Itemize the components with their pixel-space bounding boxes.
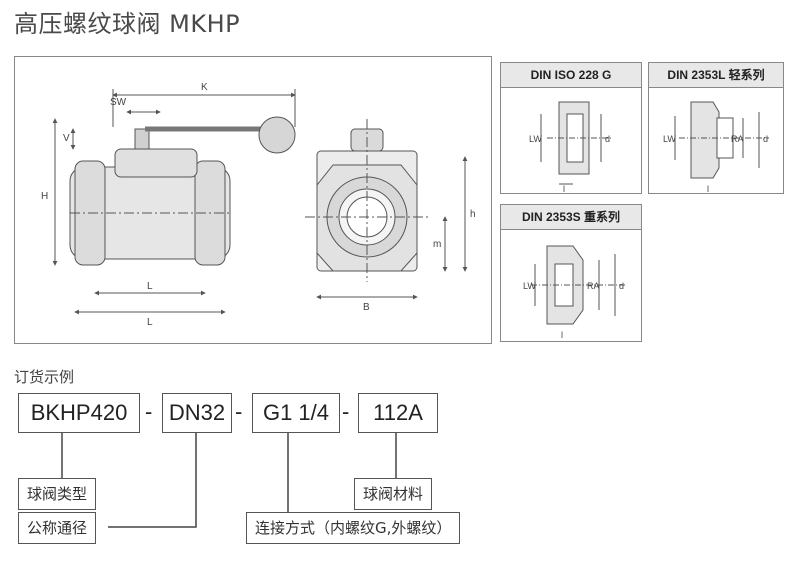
label-ra: RA [731,134,744,144]
code-nominal-size: DN32 [162,393,232,433]
label-lw: LW [663,134,676,144]
page-title: 高压螺纹球阀 MKHP [14,10,241,38]
label-d: d [619,281,624,291]
code-separator: - [342,399,350,424]
dim-b: B [363,302,370,313]
valve-drawing-panel: SW K V H L L B h m [14,56,492,344]
label-l: l [561,330,563,340]
dim-l1: L [147,281,153,292]
dim-m: m [433,239,441,250]
dim-v: V [63,133,70,144]
label-ra: RA [587,281,600,291]
code-connection: G1 1/4 [252,393,340,433]
valve-drawing: SW K V H L L B h m [41,82,476,328]
desc-connection: 连接方式（内螺纹G,外螺纹） [246,512,461,544]
label-d: d [763,134,768,144]
label-lw: LW [523,281,536,291]
detail-title: DIN ISO 228 G [501,63,641,88]
detail-title: DIN 2353S 重系列 [501,205,641,230]
order-example-label: 订货示例 [14,368,75,386]
detail-drawing: LW RA d l [523,245,625,340]
detail-din-iso-228: DIN ISO 228 G LW d l [500,62,642,194]
label-l: l [707,184,709,193]
detail-drawing: LW RA d l [663,101,769,193]
code-separator: - [235,399,243,424]
dim-l: L [147,317,153,328]
detail-drawing: LW d l [529,101,611,193]
desc-valve-type: 球阀类型 [18,478,97,510]
dim-sw: SW [110,97,127,108]
detail-title: DIN 2353L 轻系列 [649,63,783,88]
detail-din-2353s: DIN 2353S 重系列 LW RA d l [500,204,642,342]
dim-h-small: h [470,209,476,220]
desc-nominal-size: 公称通径 [18,512,97,544]
detail-din-2353l: DIN 2353L 轻系列 LW RA d l [648,62,784,194]
label-lw: LW [529,134,542,144]
desc-material: 球阀材料 [354,478,433,510]
dim-h: H [41,191,48,202]
code-valve-type: BKHP420 [18,393,140,433]
code-separator: - [145,399,153,424]
dim-k: K [201,82,208,93]
label-d: d [605,134,610,144]
code-material: 112A [358,393,438,433]
label-l: l [563,184,565,193]
